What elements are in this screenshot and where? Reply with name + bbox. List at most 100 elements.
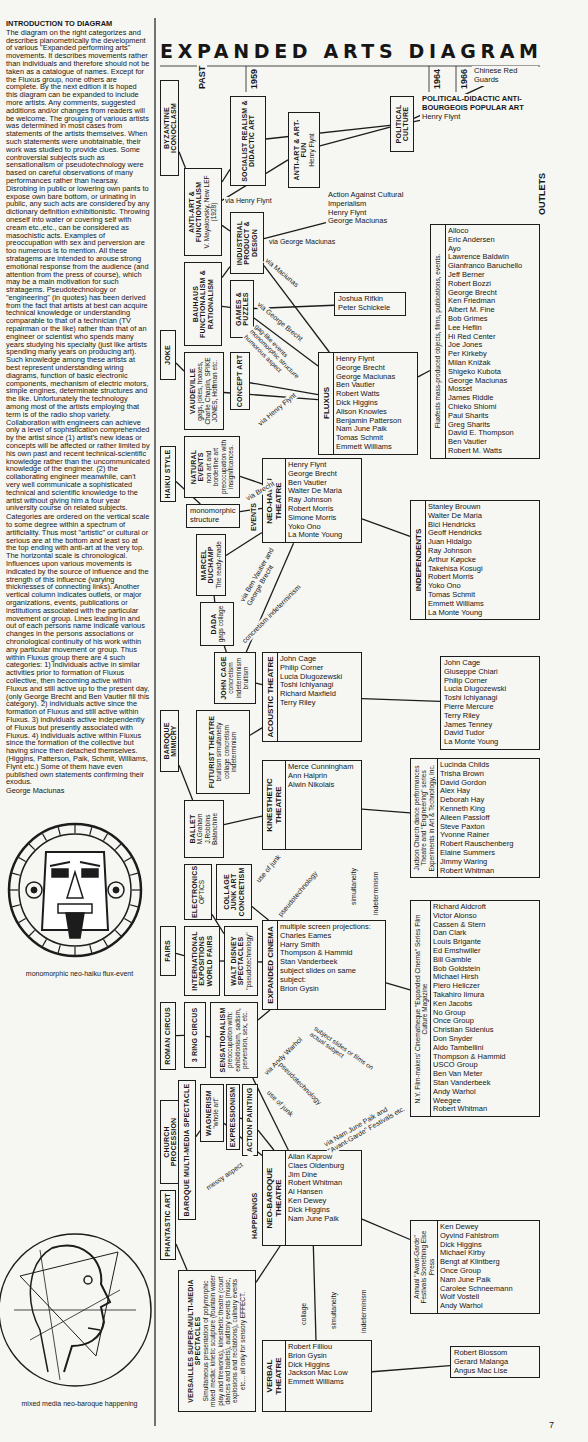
node-text: La Monte Young: [444, 738, 536, 747]
node-text: Ray Johnson: [288, 496, 359, 505]
node-text: Andy Warhol: [433, 1088, 537, 1097]
node-text: BAROQUE MULTI-MEDIA SPECTACLE: [183, 1082, 190, 1218]
ray-stroke: [132, 889, 140, 890]
annotation: indeterminism: [360, 1288, 368, 1334]
node-text: FAIRS: [164, 928, 171, 974]
node-text: POLITICAL-DIDACTIC ANTI-BOURGEOIS POPULA…: [422, 95, 536, 113]
node-text: Walter De Maria: [428, 512, 537, 521]
ray-stroke: [124, 919, 131, 923]
node-text: Nam June Paik: [336, 425, 415, 434]
node-text: monomorphic structure: [190, 507, 236, 525]
node-text: Jackson Mac Low: [288, 1369, 369, 1378]
heading-strip: Annual "Avant-Garde" Festivals Something…: [411, 1221, 438, 1313]
node-text: Merce Cunningham: [288, 763, 359, 772]
influence-link: [176, 953, 184, 955]
category-box: BAUHAUS FUNCTIONALISM & RATIONALISM: [184, 262, 222, 346]
annotation: use of junk: [264, 1088, 295, 1119]
node-text: Dan Clark: [433, 929, 537, 938]
diagram-title: EXPANDED ARTS DIAGRAM: [160, 40, 543, 62]
annotation: via Nam June Paik and "Avant-Garde" Fest…: [322, 1096, 410, 1156]
ray-stroke: [130, 873, 138, 875]
node-text: Robert Whitman: [433, 1105, 537, 1114]
heading-strip: Judson Church dance performances Theatre…: [411, 759, 438, 877]
node-text: ROMAN CIRCUS: [164, 1004, 171, 1068]
time-tick: [429, 66, 430, 92]
node-text: Dick Higgins: [288, 1206, 359, 1215]
heading-strip: NEO-HAIKU THEATRE: [263, 459, 286, 542]
category-box: PHANTASTIC ART: [160, 1190, 176, 1260]
node-text: N.Y. Film-makers' Cinematheque "Expanded…: [413, 903, 428, 1114]
node-text: EXPANDED CINEMA: [266, 923, 275, 1007]
rotated-text: GAMES & PUZZLES: [235, 282, 250, 336]
ray-stroke: [58, 827, 60, 835]
annotation: use of junk: [254, 853, 283, 886]
rotated-text: BALLETM.Graham J.Robbins Balanchine: [189, 802, 219, 856]
node-text: Greg Sharits: [448, 421, 537, 430]
node-text: Aileen Passloff: [440, 814, 537, 823]
node-text: Pierre Mercure: [444, 703, 536, 712]
node-text: Harry Smith: [280, 941, 383, 950]
node-text: "pseudotechnology": [245, 928, 252, 994]
node-text: Robert Morris: [288, 505, 359, 514]
node-text: Philip Corner: [280, 664, 359, 673]
heading-strip: KINESTHETIC THEATRE: [263, 761, 286, 849]
node-text: Chieko Shiomi: [448, 403, 537, 412]
influence-link: [386, 983, 410, 990]
node-text: SOCIALIST REALISM & DIDACTIC ART: [241, 98, 256, 184]
node-text: Joshua Rifkin: [338, 295, 402, 304]
page-number: 7: [548, 1420, 555, 1430]
node-text: Brion Gysin: [288, 1352, 369, 1361]
time-tick: [246, 66, 247, 92]
heading-strip: EXPANDED CINEMA: [263, 921, 278, 1009]
node-text: Ken Dewey: [440, 1223, 537, 1232]
category-box: BALLETM.Graham J.Robbins Balanchine: [184, 800, 224, 858]
rotated-text: CONCEPT ART: [236, 354, 243, 408]
node-text: BAROQUE MIMICRY: [162, 712, 177, 770]
node-text: USCO Group: [433, 1061, 537, 1070]
rotated-text: FLUXUS: [322, 355, 331, 452]
node-text: David Gordon: [440, 779, 537, 788]
category-box: ROMAN CIRCUS: [160, 1002, 176, 1070]
category-box: INDUSTRIAL PRODUCT & DESIGN: [230, 212, 264, 274]
node-text: Philip Corner: [444, 677, 536, 686]
node-text: Charles Eames: [280, 932, 383, 941]
node-text: Trisha Brown: [440, 770, 537, 779]
node-text: Emmett Williams: [288, 1378, 369, 1387]
ray-stroke: [43, 939, 47, 946]
name-list-box: Joshua RifkinPeter Schickele: [334, 292, 406, 316]
influence-link: [176, 1244, 187, 1270]
node-text: Robert Watts: [336, 390, 415, 399]
node-text: George Maciunas: [448, 377, 537, 386]
heading-strip: Fluxfests mass-produced objects, films, …: [431, 225, 446, 458]
node-text: Alwin Nikolais: [288, 781, 359, 790]
influence-link: [320, 127, 390, 146]
name-list: Richard AldcroftVictor AlonsoCassen & St…: [433, 901, 539, 1116]
node-text: Toshi Ichiyanagi: [444, 694, 536, 703]
rotated-text: ACOUSTIC THEATRE: [266, 655, 275, 739]
node-text: JOHN CAGE: [220, 654, 227, 702]
node-text: Once Group: [433, 1017, 537, 1026]
category-box: WAGNERISM"whole art": [200, 1084, 224, 1142]
influence-link: [179, 765, 193, 800]
node-text: Jimmy Waring: [440, 858, 537, 867]
rotated-text: MARCEL DUCHAMPThe ready-made: [200, 536, 222, 594]
annotation: 1959: [249, 68, 259, 90]
node-text: La Monte Young: [288, 531, 359, 540]
category-box: 3 RING CIRCUS: [184, 1002, 206, 1068]
node-text: Cassen & Stern: [433, 921, 537, 930]
rotated-text: ROMAN CIRCUS: [164, 1004, 171, 1068]
node-text: Richard Maxfield: [280, 690, 359, 699]
category-box: VAUDEVILLEgags, jokes, hoaxes, Charlie C…: [184, 352, 224, 430]
node-text: POLITICAL CULTURE: [395, 98, 410, 150]
node-text: Ed Emshwiller: [433, 947, 537, 956]
node-text: Henry Flynt: [422, 113, 536, 122]
node-text: Ben Vautier: [448, 438, 537, 447]
signature: George Maciunas: [6, 787, 150, 795]
node-text: Peter Schickele: [338, 304, 402, 313]
node-text: Steve Paxton: [440, 823, 537, 832]
node-text: NEO-HAIKU THEATRE: [265, 461, 283, 540]
column-rule: [154, 18, 155, 1426]
node-text: Michael Kirby: [440, 1249, 537, 1258]
node-text: Robert Whitman: [440, 867, 537, 876]
influence-link: [362, 809, 410, 813]
